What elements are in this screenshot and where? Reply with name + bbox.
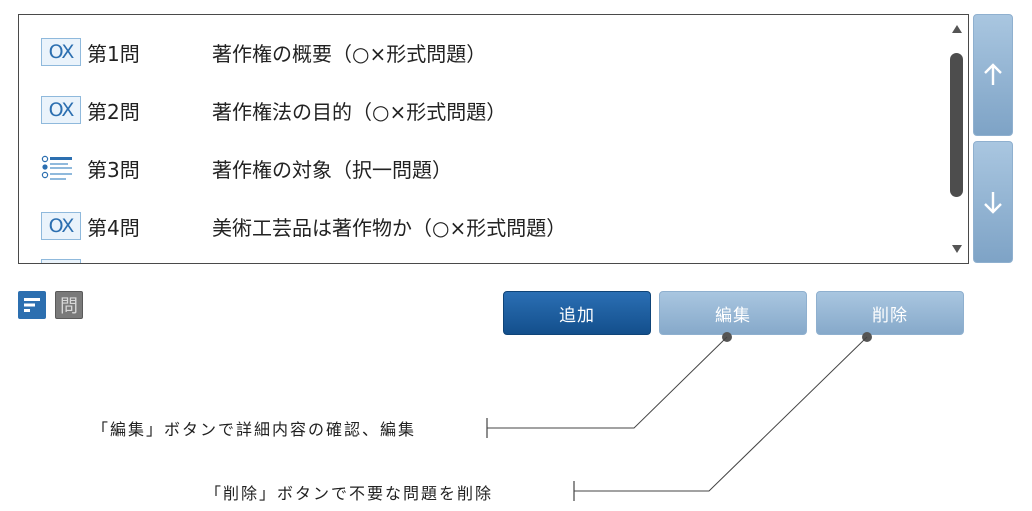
move-up-button[interactable] [973,14,1013,136]
question-title: 著作権の概要（○×形式問題） [212,41,487,66]
question-number: 第2問 [87,99,140,124]
list-item[interactable] [41,259,87,263]
edit-callout-text: 「編集」ボタンで詳細内容の確認、編集 [92,420,417,439]
ox-icon: OX [41,94,87,126]
multiple-choice-icon [41,152,87,184]
edit-button[interactable]: 編集 [659,291,807,335]
scroll-down-arrow-icon[interactable] [952,245,962,253]
scroll-up-arrow-icon[interactable] [952,25,962,33]
question-list[interactable]: OX 第1問 著作権の概要（○×形式問題） OX 第2問 著作権法の目的（○×形… [18,14,969,264]
add-button[interactable]: 追加 [503,291,651,335]
ox-icon: OX [41,36,87,68]
question-title: 著作権法の目的（○×形式問題） [212,99,507,124]
format-icon[interactable] [18,291,46,319]
question-number: 第1問 [87,41,140,66]
list-item[interactable]: OX 第2問 著作権法の目的（○×形式問題） [41,92,506,128]
arrow-down-icon [984,192,1002,214]
move-down-button[interactable] [973,141,1013,263]
scrollbar[interactable] [950,25,964,253]
arrow-up-icon [984,63,1002,85]
question-icon[interactable]: 問 [55,291,83,319]
ox-icon [41,259,87,263]
question-number: 第4問 [87,215,140,240]
question-title: 美術工芸品は著作物か（○×形式問題） [212,215,567,240]
delete-button[interactable]: 削除 [816,291,964,335]
question-number: 第3問 [87,157,140,182]
ox-icon: OX [41,210,87,242]
list-item[interactable]: 第3問 著作権の対象（択一問題） [41,150,452,186]
list-item[interactable]: OX 第1問 著作権の概要（○×形式問題） [41,34,486,70]
list-item[interactable]: OX 第4問 美術工芸品は著作物か（○×形式問題） [41,208,566,244]
delete-callout-text: 「削除」ボタンで不要な問題を削除 [205,484,494,503]
question-title: 著作権の対象（択一問題） [212,157,452,182]
scrollbar-thumb[interactable] [950,53,963,197]
